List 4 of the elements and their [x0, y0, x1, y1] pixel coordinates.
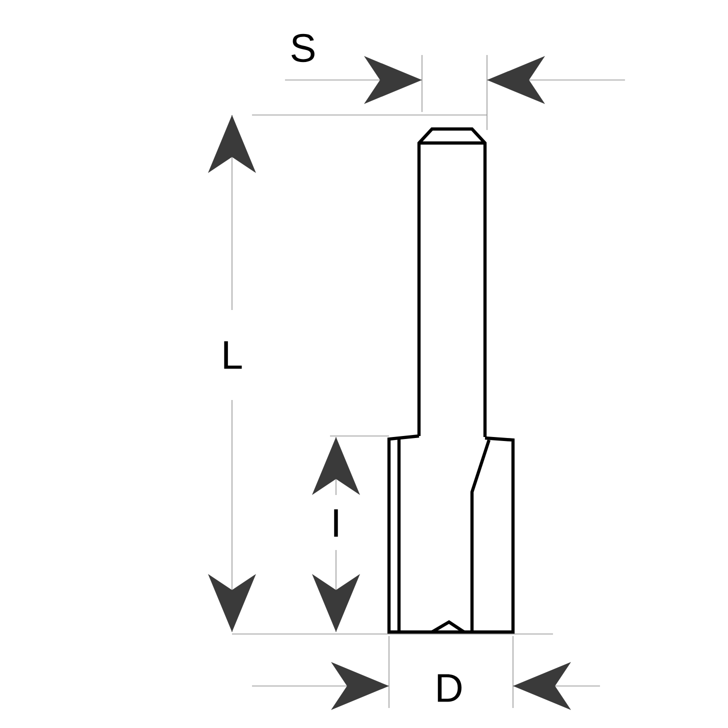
- dimension-label: I: [334, 509, 338, 537]
- dimension-label: S: [292, 34, 314, 62]
- dimension-label: L: [224, 341, 242, 369]
- dimension-label: D: [438, 674, 462, 702]
